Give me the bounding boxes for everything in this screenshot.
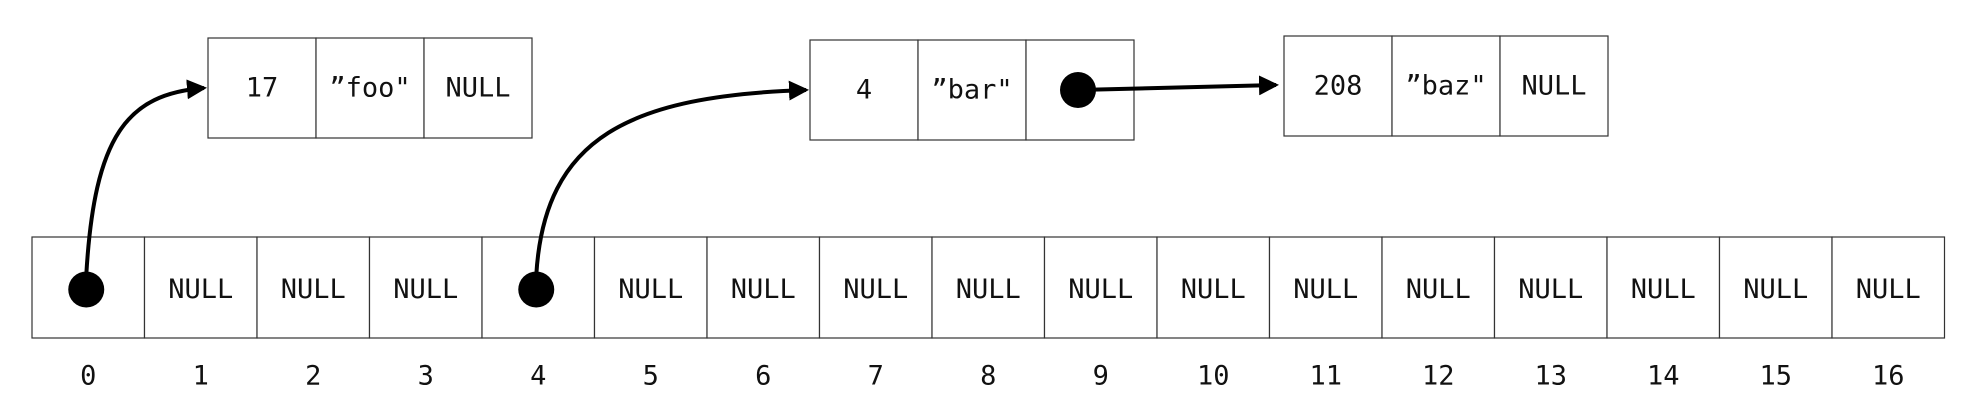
node-next-text: NULL: [445, 73, 510, 104]
table-cell-value: NULL: [1518, 274, 1583, 305]
table-slot-3: NULL: [368, 236, 483, 339]
table-cell-value: NULL: [843, 274, 908, 305]
node-value-box: [315, 37, 425, 139]
slot-index-label: 15: [1759, 361, 1792, 392]
table-cell-box: [1606, 236, 1721, 339]
table-cell-value: NULL: [618, 274, 683, 305]
table-cell-box: [593, 236, 708, 339]
table-cell-value: NULL: [1068, 274, 1133, 305]
node-key-text: 208: [1314, 71, 1363, 102]
table-slot-2: NULL: [256, 236, 371, 339]
slot-index-label: 3: [418, 361, 434, 392]
table-slot-12: NULL: [1381, 236, 1496, 339]
node-0: 17 ”foo" NULL: [207, 37, 533, 139]
node-key-box: [1283, 35, 1393, 137]
slot-index-label: 8: [980, 361, 996, 392]
table-cell-value: NULL: [168, 274, 233, 305]
node-key-text: 17: [246, 73, 279, 104]
table-cell-value: NULL: [956, 274, 1021, 305]
slot-index-label: 2: [305, 361, 321, 392]
table-slot-5: NULL: [593, 236, 708, 339]
slot-index-label: 0: [80, 361, 96, 392]
node-2: 208 ”baz" NULL: [1283, 35, 1609, 137]
slot-index-label: 9: [1093, 361, 1109, 392]
table-cell-value: NULL: [281, 274, 346, 305]
table-cell-box: [1831, 236, 1946, 339]
slot-index-label: 6: [755, 361, 771, 392]
table-slot-7: NULL: [818, 236, 933, 339]
table-slot-1: NULL: [143, 236, 258, 339]
table-slot-15: NULL: [1718, 236, 1833, 339]
table-cell-value: NULL: [1743, 274, 1808, 305]
table-cell-value: NULL: [1856, 274, 1921, 305]
table-cell-value: NULL: [1406, 274, 1471, 305]
table-slot-8: NULL: [931, 236, 1046, 339]
table-slot-14: NULL: [1606, 236, 1721, 339]
table-cell-box: [1718, 236, 1833, 339]
table-slot-16: NULL: [1831, 236, 1946, 339]
table-cell-box: [818, 236, 933, 339]
table-cell-box: [1268, 236, 1383, 339]
node-value-box: [917, 39, 1027, 141]
table-cell-box: [931, 236, 1046, 339]
slot-index-label: 4: [530, 361, 546, 392]
node-next-text: NULL: [1521, 71, 1586, 102]
node-value-box: [1391, 35, 1501, 137]
linked-list-nodes: 17 ”foo" NULL 4 ”bar" 208 ”baz" NULL: [207, 35, 1609, 141]
pointer-arrow: [1077, 75, 1279, 96]
node-value-text: ”bar": [931, 75, 1012, 106]
slot-index-label: 14: [1647, 361, 1680, 392]
table-cell-value: NULL: [731, 274, 796, 305]
pointer-dot: [68, 271, 105, 308]
slot-index-label: 13: [1534, 361, 1567, 392]
table-cell-box: [1156, 236, 1271, 339]
table-cell-box: [706, 236, 821, 339]
pointer-arrow: [534, 80, 809, 276]
slot-index-label: 12: [1422, 361, 1455, 392]
table-cell-value: NULL: [1631, 274, 1696, 305]
pointer-arrows: [84, 75, 1279, 276]
node-value-text: ”foo": [329, 73, 410, 104]
slot-index-label: 10: [1197, 361, 1230, 392]
slot-index-label: 1: [193, 361, 209, 392]
slot-index-label: 11: [1309, 361, 1342, 392]
table-cell-box: [1043, 236, 1158, 339]
bucket-array: NULL NULL NULL NULL NULL NULL NULL NULL NULL NULL…: [31, 236, 1946, 339]
table-cell-box: [1381, 236, 1496, 339]
node-key-text: 4: [856, 75, 872, 106]
node-value-text: ”baz": [1405, 71, 1486, 102]
table-slot-13: NULL: [1493, 236, 1608, 339]
pointer-arrow: [84, 79, 207, 276]
node-next-box: [1499, 35, 1609, 137]
slot-index-label: 7: [868, 361, 884, 392]
slot-index-label: 5: [643, 361, 659, 392]
table-cell-box: [143, 236, 258, 339]
table-slot-11: NULL: [1268, 236, 1383, 339]
table-cell-value: NULL: [1293, 274, 1358, 305]
table-cell-value: NULL: [393, 274, 458, 305]
node-1: 4 ”bar": [809, 39, 1135, 141]
table-slot-6: NULL: [706, 236, 821, 339]
table-slot-10: NULL: [1156, 236, 1271, 339]
node-next-box: [423, 37, 533, 139]
slot-index-label: 16: [1872, 361, 1905, 392]
table-cell-value: NULL: [1181, 274, 1246, 305]
table-slot-9: NULL: [1043, 236, 1158, 339]
pointer-dot: [518, 271, 555, 308]
node-key-box: [207, 37, 317, 139]
table-cell-box: [1493, 236, 1608, 339]
